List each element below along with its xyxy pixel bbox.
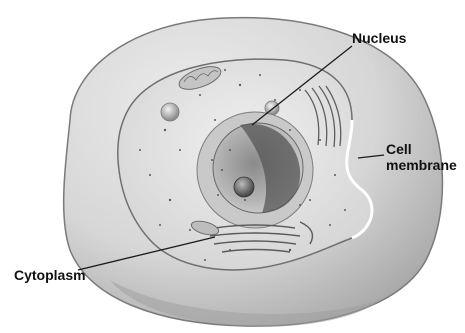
cell-membrane-label-line2: membrane <box>386 157 457 173</box>
nucleus <box>197 112 313 228</box>
cell-membrane-label-line1: Cell <box>386 141 412 157</box>
cytoplasm-label: Cytoplasm <box>14 267 86 283</box>
nucleus-label: Nucleus <box>352 30 406 46</box>
nucleolus <box>234 177 254 197</box>
vesicle-left <box>161 103 179 121</box>
